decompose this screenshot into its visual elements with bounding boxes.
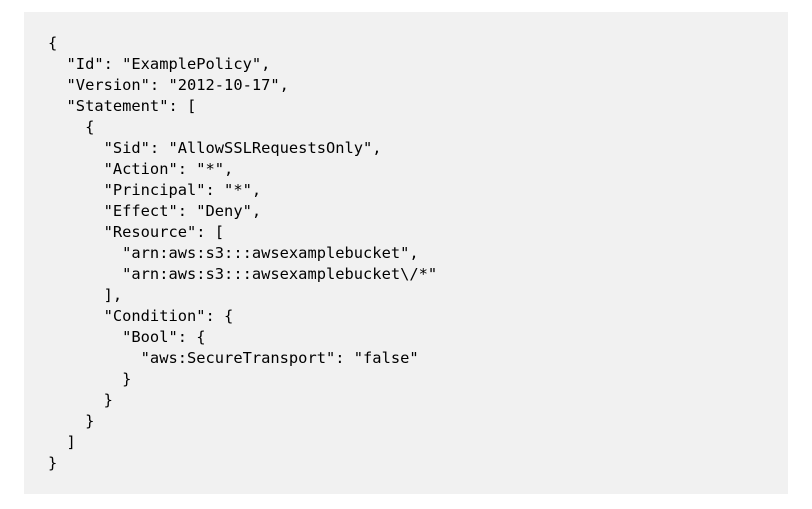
code-line: "Id": "ExamplePolicy", [48, 55, 271, 73]
code-line: "Sid": "AllowSSLRequestsOnly", [48, 139, 382, 157]
code-line: "Action": "*", [48, 160, 234, 178]
code-line: "Statement": [ [48, 97, 197, 115]
code-line: "Version": "2012-10-17", [48, 76, 289, 94]
code-line: "Bool": { [48, 328, 206, 346]
code-line: { [48, 118, 95, 136]
code-line: ] [48, 433, 76, 451]
code-panel: { "Id": "ExamplePolicy", "Version": "201… [24, 12, 788, 494]
code-line: "Condition": { [48, 307, 234, 325]
code-line: "arn:aws:s3:::awsexamplebucket\/*" [48, 265, 438, 283]
code-line: "aws:SecureTransport": "false" [48, 349, 419, 367]
code-line: "arn:aws:s3:::awsexamplebucket", [48, 244, 419, 262]
code-line: ], [48, 286, 123, 304]
code-line: } [48, 391, 113, 409]
code-line: } [48, 454, 58, 472]
code-line: "Resource": [ [48, 223, 225, 241]
code-line: } [48, 370, 132, 388]
code-line: } [48, 412, 95, 430]
code-line: "Principal": "*", [48, 181, 262, 199]
code-line: { [48, 34, 58, 52]
policy-json-code: { "Id": "ExamplePolicy", "Version": "201… [48, 33, 788, 474]
code-line: "Effect": "Deny", [48, 202, 262, 220]
